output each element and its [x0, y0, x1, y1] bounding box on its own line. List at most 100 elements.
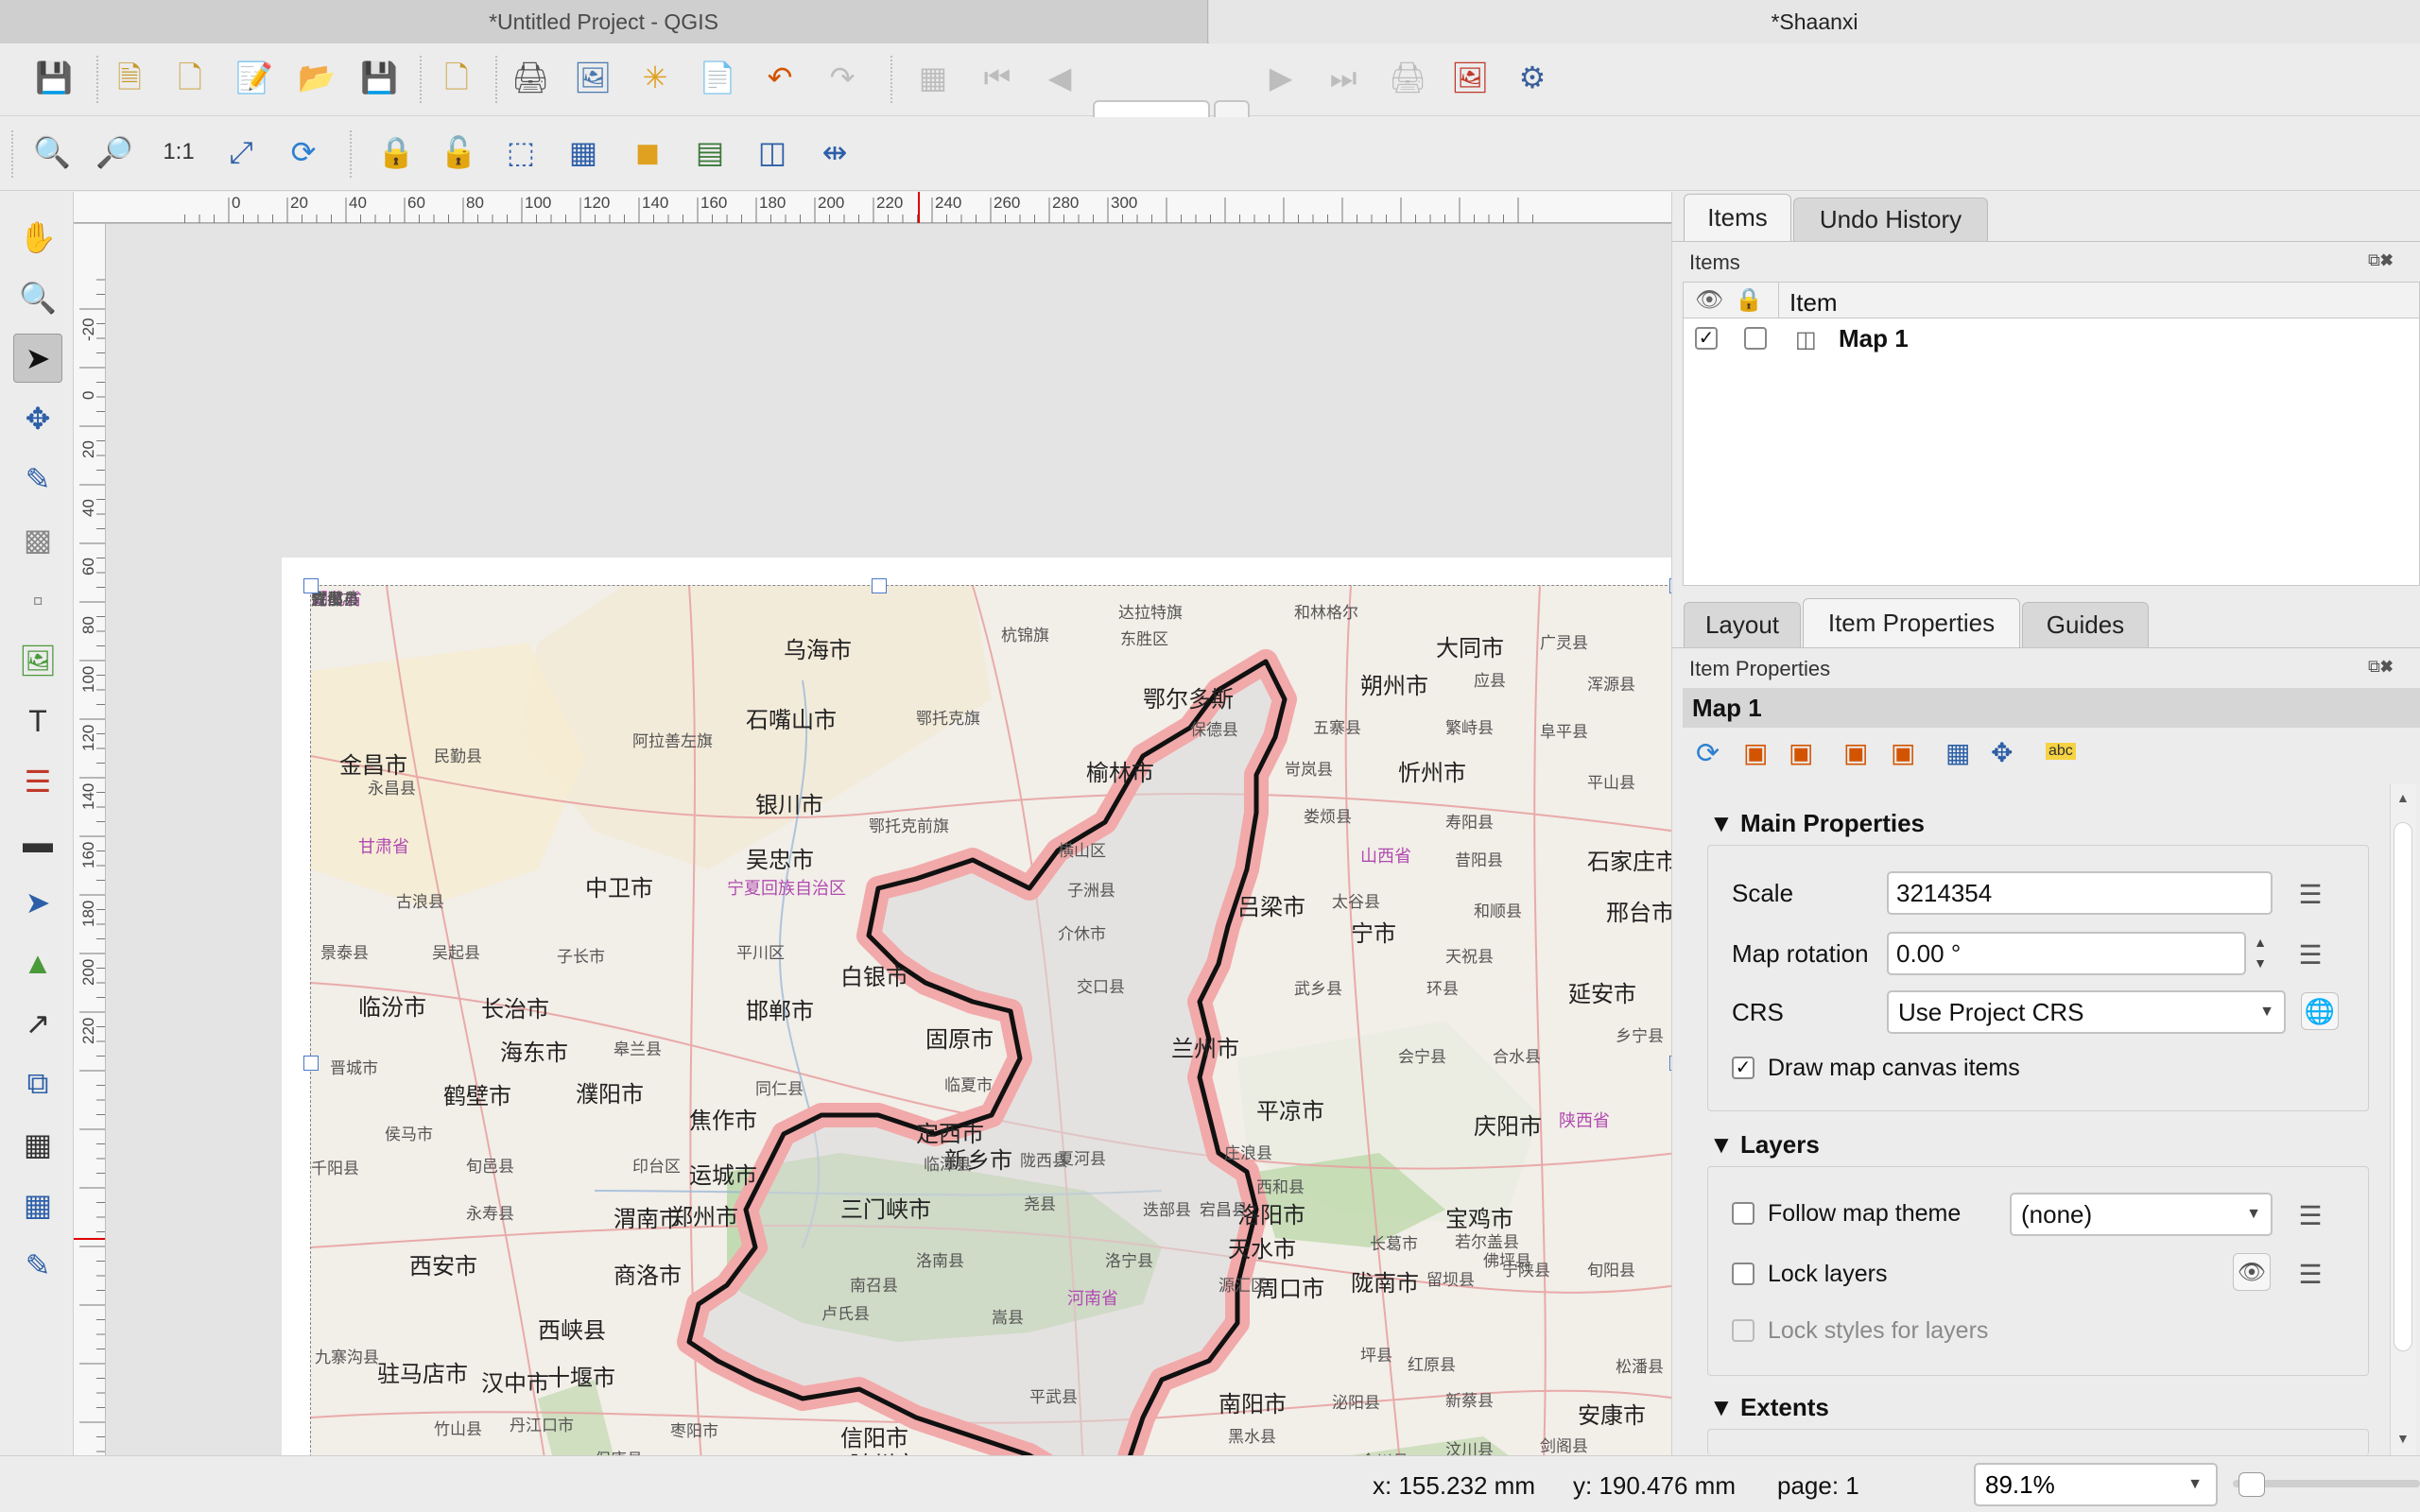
map-item[interactable]: 乌海市鄂尔多斯杭锦旗达拉特旗东胜区和林格尔大同市广灵县朔州市应县浑源县石嘴山市鄂…: [310, 585, 1671, 1455]
scroll-up-icon[interactable]: ▲: [2396, 790, 2410, 805]
collapse-triangle-icon[interactable]: ▼: [1709, 1130, 1734, 1159]
tab-items[interactable]: Items: [1684, 194, 1791, 241]
float-close-icons[interactable]: ⧉✖: [2368, 250, 2394, 269]
align-items-icon[interactable]: ▤: [695, 135, 725, 169]
open-folder-icon[interactable]: 📂: [298, 60, 336, 94]
refresh-preview-icon[interactable]: ⟳: [1696, 738, 1720, 769]
scroll-down-icon[interactable]: ▼: [2396, 1431, 2410, 1446]
add-legend-icon[interactable]: ☰: [24, 765, 52, 799]
group-items-icon[interactable]: ⬚: [506, 135, 536, 169]
move-content-icon[interactable]: ✥: [1991, 738, 2014, 767]
zoom-out-icon[interactable]: 🔎: [95, 135, 133, 169]
zoom-tool-icon[interactable]: 🔍: [19, 281, 57, 315]
tab-layout[interactable]: Layout: [1684, 602, 1801, 647]
scale-input[interactable]: 3214354: [1887, 871, 2273, 915]
window-tab-project[interactable]: *Untitled Project - QGIS: [0, 0, 1208, 43]
chevron-down-icon[interactable]: ▼: [2187, 1476, 2203, 1492]
lock-icon[interactable]: 🔒: [1735, 287, 1763, 313]
collapse-triangle-icon[interactable]: ▼: [1709, 809, 1734, 837]
edit-nodes-icon[interactable]: ✎: [25, 462, 51, 496]
add-arrow-icon[interactable]: ↗: [25, 1006, 51, 1040]
zoom-level-input[interactable]: 89.1%: [1974, 1463, 2218, 1506]
add-shape-icon[interactable]: ▲: [23, 945, 53, 980]
pan-hand-icon[interactable]: ✋: [19, 220, 57, 254]
lock-checkbox[interactable]: [1744, 327, 1767, 350]
item-column-header[interactable]: Item: [1789, 288, 1838, 317]
add-label-icon[interactable]: T: [28, 703, 47, 738]
add-pages-icon[interactable]: 🗋: [444, 60, 469, 94]
refresh-icon[interactable]: ⟳: [290, 135, 317, 169]
add-node-item-icon[interactable]: ⧉: [26, 1066, 49, 1100]
float-close-icons[interactable]: ⧉✖: [2368, 657, 2394, 676]
export-atlas-image-icon[interactable]: 🖼: [1450, 60, 1490, 94]
ungroup-items-icon[interactable]: ▦: [568, 135, 598, 169]
resize-handle[interactable]: [1669, 1056, 1671, 1071]
first-feature-icon[interactable]: ⏮: [983, 60, 1011, 94]
unlock-items-icon[interactable]: 🔓: [440, 135, 477, 169]
data-defined-icon[interactable]: ☰: [2298, 939, 2323, 970]
last-feature-icon[interactable]: ⏭: [1329, 60, 1357, 94]
atlas-preview-icon[interactable]: ▦: [918, 60, 948, 94]
add-3d-map-icon[interactable]: ▫: [32, 582, 43, 617]
lock-styles-checkbox[interactable]: [1732, 1319, 1754, 1342]
add-map-icon[interactable]: ▩: [23, 523, 53, 557]
data-defined-icon[interactable]: ☰: [2298, 1259, 2323, 1289]
follow-theme-checkbox[interactable]: [1732, 1202, 1754, 1225]
properties-scrollbar[interactable]: ▲ ▼: [2390, 784, 2416, 1455]
next-feature-icon[interactable]: ▶: [1269, 60, 1293, 94]
eye-icon[interactable]: 👁: [1695, 287, 1724, 313]
lock-items-icon[interactable]: 🔒: [377, 135, 415, 169]
lock-layers-checkbox[interactable]: [1732, 1263, 1754, 1285]
export-pdf-icon[interactable]: 📄: [699, 60, 736, 94]
add-picture-icon[interactable]: 🖼: [18, 644, 58, 678]
tab-guides[interactable]: Guides: [2022, 602, 2149, 647]
print-atlas-icon[interactable]: 🖨: [1388, 60, 1427, 94]
layout-manager-icon[interactable]: 📝: [235, 60, 273, 94]
visibility-checkbox[interactable]: ✓: [1695, 327, 1718, 350]
resize-handle[interactable]: [303, 578, 319, 593]
layers-header[interactable]: ▼ Layers: [1709, 1130, 1820, 1160]
data-defined-icon[interactable]: ☰: [2298, 1200, 2323, 1230]
data-defined-icon[interactable]: ☰: [2298, 879, 2323, 909]
add-html-icon[interactable]: ▦: [23, 1127, 53, 1161]
window-tab-layout[interactable]: *Shaanxi: [1209, 0, 2420, 43]
extents-header[interactable]: ▼ Extents: [1709, 1393, 1829, 1422]
item-row-map1[interactable]: Map 1: [1839, 324, 1909, 352]
resize-items-icon[interactable]: ⇹: [821, 135, 848, 169]
save-icon[interactable]: 💾: [35, 60, 73, 94]
export-svg-icon[interactable]: ✳: [642, 60, 668, 94]
layout-canvas[interactable]: 乌海市鄂尔多斯杭锦旗达拉特旗东胜区和林格尔大同市广灵县朔州市应县浑源县石嘴山市鄂…: [106, 224, 1671, 1455]
items-tree[interactable]: 👁 🔒 Item ✓ ◫ Map 1: [1683, 282, 2420, 586]
add-scalebar-icon[interactable]: ▬: [23, 824, 53, 859]
add-north-arrow-icon[interactable]: ➤: [25, 885, 51, 919]
set-extent-icon[interactable]: ▣: [1743, 738, 1769, 767]
zoom-slider[interactable]: [2233, 1480, 2420, 1487]
export-image-icon[interactable]: 🖼: [573, 60, 613, 94]
map-rotation-input[interactable]: 0.00 °: [1887, 932, 2246, 975]
select-move-icon[interactable]: ➤: [13, 334, 62, 383]
previous-feature-icon[interactable]: ◀: [1047, 60, 1072, 94]
distribute-items-icon[interactable]: ◫: [757, 135, 787, 169]
view-extent-icon[interactable]: ▣: [1789, 738, 1814, 767]
zoom-full-icon[interactable]: ⤢: [229, 135, 253, 169]
resize-handle[interactable]: [1669, 578, 1671, 593]
label-settings-icon[interactable]: abc: [2046, 743, 2076, 760]
tab-item-properties[interactable]: Item Properties: [1803, 598, 2020, 647]
resize-handle[interactable]: [872, 578, 887, 593]
set-scale-icon[interactable]: ▣: [1843, 738, 1869, 767]
main-properties-header[interactable]: ▼ Main Properties: [1709, 809, 1925, 838]
resize-handle[interactable]: [303, 1056, 319, 1071]
crs-selector-globe-icon[interactable]: 🌐: [2301, 992, 2339, 1030]
save-as-template-icon[interactable]: 💾: [360, 60, 398, 94]
eye-icon[interactable]: 👁: [2233, 1253, 2271, 1291]
crs-select[interactable]: Use Project CRS▼: [1887, 990, 2286, 1034]
bookmarks-icon[interactable]: ▦: [1945, 738, 1971, 767]
rotation-spinner-icon[interactable]: ▲▼: [2254, 935, 2267, 971]
tab-undo-history[interactable]: Undo History: [1793, 198, 1988, 241]
redo-icon[interactable]: ↷: [829, 60, 856, 94]
undo-icon[interactable]: ↶: [767, 60, 793, 94]
duplicate-layout-icon[interactable]: 🗋: [178, 60, 202, 94]
scroll-thumb[interactable]: [2394, 822, 2412, 1351]
map-theme-select[interactable]: (none)▼: [2010, 1193, 2273, 1236]
print-icon[interactable]: 🖨: [510, 60, 550, 94]
